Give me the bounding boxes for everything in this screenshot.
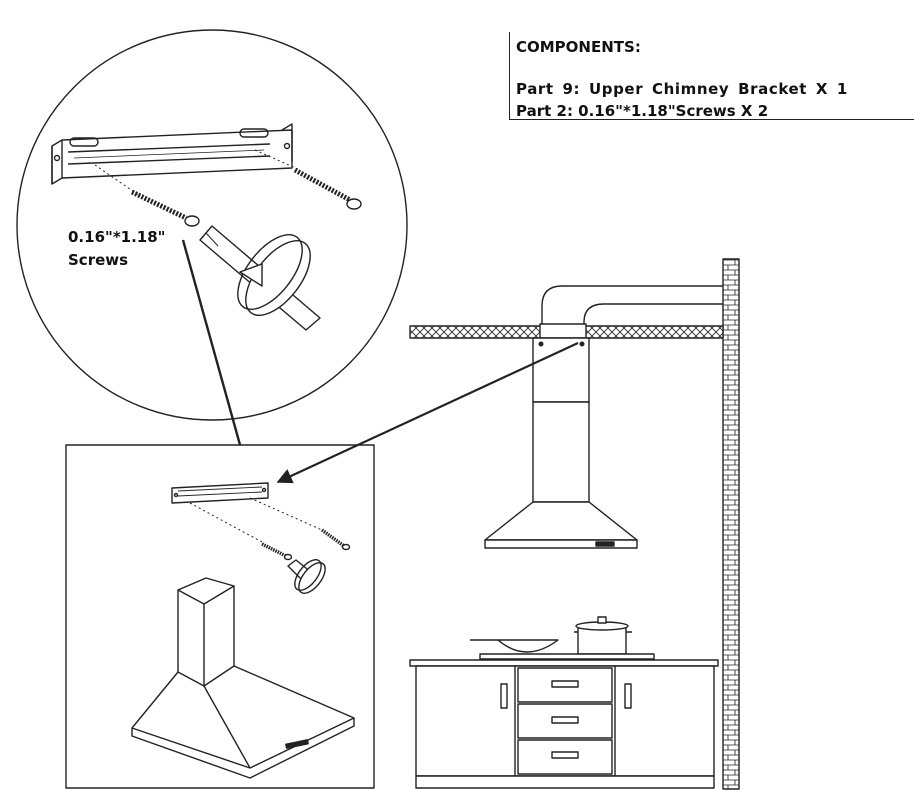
component-item: Part 2: 0.16"*1.18"Screws X 2 [516, 102, 769, 120]
duct-icon [539, 285, 723, 339]
pot-icon [574, 616, 632, 655]
screw-guide-lines [189, 497, 323, 543]
screw-callout-size: 0.16"*1.18" [68, 228, 166, 246]
screw-guide-lines [94, 149, 301, 197]
screwdriver-icon [199, 225, 321, 331]
components-title: COMPONENTS: [516, 38, 641, 56]
range-hood-icon [131, 577, 355, 779]
screwdriver-icon [287, 559, 326, 594]
bracket-icon [51, 123, 293, 185]
component-item: Part 9: Upper Chimney Bracket X 1 [516, 80, 848, 98]
bracket-icon [171, 482, 269, 504]
stove-icon [479, 653, 655, 660]
range-hood-icon [484, 337, 638, 549]
step-box [65, 444, 375, 789]
detail-circle [16, 29, 408, 421]
screw-icon [261, 542, 293, 561]
arrow-to-hood [276, 342, 579, 484]
arrow-to-box [181, 239, 252, 472]
components-box: COMPONENTS: Part 9: Upper Chimney Bracke… [509, 32, 914, 120]
wok-icon [470, 639, 559, 653]
screw-icon [320, 528, 351, 551]
screw-callout-label: Screws [68, 251, 129, 269]
brick-wall-icon [722, 258, 740, 790]
screw-icon [130, 189, 200, 227]
cabinet-icon [409, 659, 719, 789]
screw-icon [293, 167, 362, 210]
